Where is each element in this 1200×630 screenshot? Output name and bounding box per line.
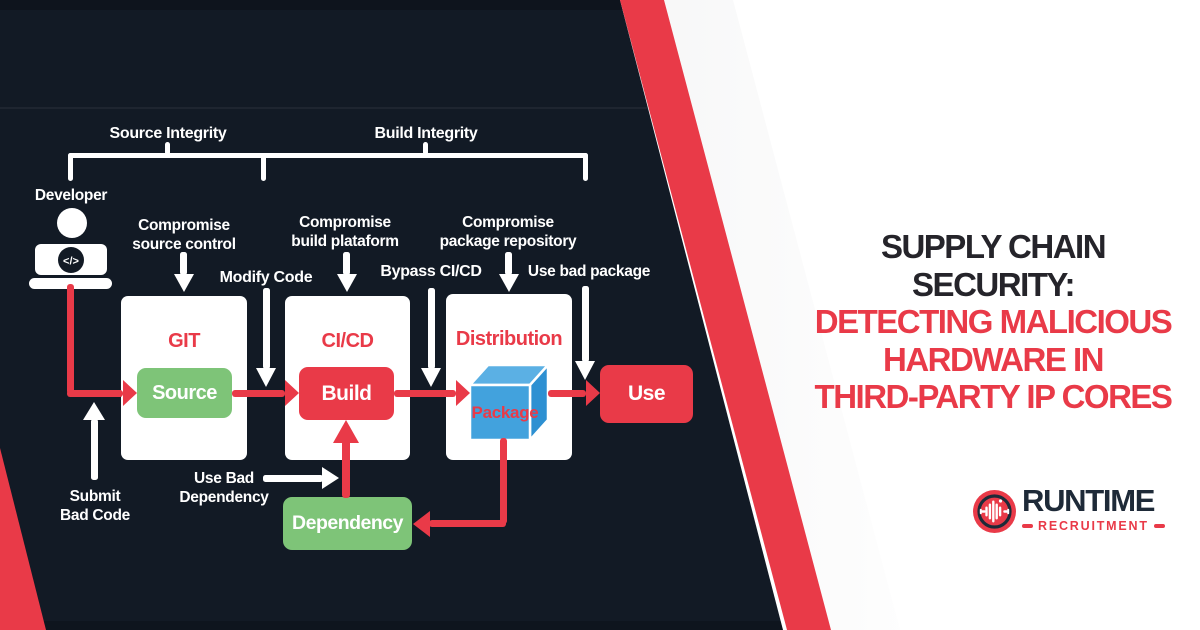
package-to-dependency-arrowhead [413, 511, 430, 537]
flow-segment-to-build [232, 390, 285, 397]
compromise-package-line1: Compromise [462, 214, 554, 231]
dumbbell-soundwave-icon [973, 490, 1016, 533]
git-header: GIT [168, 330, 200, 352]
source-integrity-label: Source Integrity [109, 125, 227, 142]
logo-bar [998, 506, 1002, 517]
flow-arrowhead-build [285, 380, 299, 406]
tagline-dash-left [1022, 524, 1033, 528]
flow-arrowhead-package [456, 380, 470, 406]
compromise-source-arrow-stem [180, 252, 187, 275]
logo-bar [988, 503, 992, 520]
compromise-build-line2: build plataform [291, 232, 399, 250]
bracket-tick-middle [261, 153, 266, 181]
distribution-header: Distribution [455, 328, 563, 350]
compromise-source-line1: Compromise [138, 217, 230, 234]
submit-bad-code-arrowhead [83, 402, 105, 420]
compromise-build-arrow-stem [343, 252, 350, 275]
use-bad-package-arrowhead [574, 361, 595, 380]
compromise-package-line2: package repository [439, 232, 577, 250]
build-integrity-label: Build Integrity [374, 125, 478, 142]
package-to-dependency-elbow [429, 520, 506, 527]
developer-label: Developer [34, 187, 108, 204]
build-node: Build [299, 367, 394, 420]
tagline-text: RECRUITMENT [1038, 519, 1149, 533]
bracket-uptick-source [165, 142, 170, 155]
logo-dot [998, 499, 1003, 503]
modify-code-arrowhead [255, 368, 276, 387]
page-title: SUPPLY CHAIN SECURITY: DETECTING MALICIO… [793, 228, 1193, 416]
dependency-node: Dependency [283, 497, 412, 550]
package-node: Package [471, 403, 539, 422]
modify-code-arrow-stem [262, 288, 270, 369]
title-line-2: SECURITY: [912, 265, 1075, 303]
submit-bad-code-label: Submit Bad Code [60, 488, 130, 525]
submit-bad-code-arrow-stem [90, 419, 98, 480]
brand-name: RUNTIME [1022, 483, 1155, 518]
use-bad-dependency-arrowhead [322, 467, 339, 489]
compromise-package-arrowhead [499, 274, 519, 292]
logo-bar [979, 508, 982, 515]
flow-segment-to-use [548, 390, 586, 397]
flow-segment-to-source [67, 390, 123, 397]
title-line-3: DETECTING MALICIOUS [814, 303, 1173, 340]
title-line-5: THIRD-PARTY IP CORES [814, 378, 1173, 415]
submit-bad-code-line1: Submit [69, 488, 121, 505]
cicd-header: CI/CD [321, 330, 374, 352]
logo-bar [1007, 508, 1010, 515]
developer-head [57, 208, 87, 238]
submit-bad-code-line2: Bad Code [60, 506, 130, 524]
laptop-base [29, 278, 112, 289]
bypass-cicd-label: Bypass CI/CD [380, 263, 482, 280]
title-line-1: SUPPLY CHAIN [880, 228, 1107, 265]
compromise-build-label: Compromise build plataform [291, 214, 399, 251]
source-node: Source [137, 368, 232, 418]
modify-code-label: Modify Code [219, 269, 313, 286]
use-bad-dependency-arrow-stem [263, 475, 323, 482]
code-icon: </> [63, 256, 79, 268]
developer-flow-stem [67, 284, 74, 394]
bracket-tick-right [583, 153, 588, 181]
image-seam-line [0, 107, 700, 109]
compromise-package-arrow-stem [505, 252, 512, 275]
bypass-cicd-arrowhead [420, 368, 441, 387]
bypass-cicd-arrow-stem [427, 288, 435, 369]
bracket-uptick-build [423, 142, 428, 155]
cube-icon [468, 363, 550, 442]
compromise-source-label: Compromise source control [132, 217, 236, 254]
logo-bar [985, 506, 988, 517]
use-bad-dependency-label: Use Bad Dependency [179, 470, 268, 507]
bottom-dark-strip [0, 621, 783, 630]
developer-icon: </> [29, 208, 112, 289]
title-line-4: HARDWARE IN [883, 340, 1105, 378]
compromise-build-arrowhead [337, 274, 357, 292]
dependency-to-build-arrowhead [332, 420, 359, 443]
package-to-dependency-stem [499, 438, 507, 524]
flow-arrowhead-source [123, 380, 137, 406]
cube-front-face [468, 383, 532, 442]
compromise-build-line1: Compromise [299, 214, 391, 231]
compromise-source-arrowhead [174, 274, 194, 292]
logo-bar [981, 510, 986, 513]
use-bad-package-label: Use bad package [527, 263, 651, 280]
code-badge [58, 247, 84, 273]
use-bad-dependency-line1: Use Bad [194, 470, 254, 487]
bracket-tick-left [68, 153, 73, 181]
logo-bar [992, 500, 995, 523]
use-node: Use [600, 365, 693, 423]
compromise-source-line2: source control [132, 235, 236, 253]
logo-bar [1003, 510, 1008, 513]
flow-arrowhead-use [586, 380, 600, 406]
compromise-package-label: Compromise package repository [440, 214, 577, 251]
bracket-line [68, 153, 588, 158]
flow-segment-to-package [394, 390, 456, 397]
tagline-dash-right [1153, 524, 1165, 528]
use-bad-dependency-line2: Dependency [179, 488, 269, 506]
logo-ring [977, 494, 1012, 529]
logo-bar [995, 503, 998, 520]
brand-tagline: RECRUITMENT [1022, 519, 1165, 533]
dependency-to-build-stem [342, 430, 350, 498]
top-dark-strip [0, 0, 783, 10]
use-bad-package-arrow-stem [581, 286, 589, 362]
